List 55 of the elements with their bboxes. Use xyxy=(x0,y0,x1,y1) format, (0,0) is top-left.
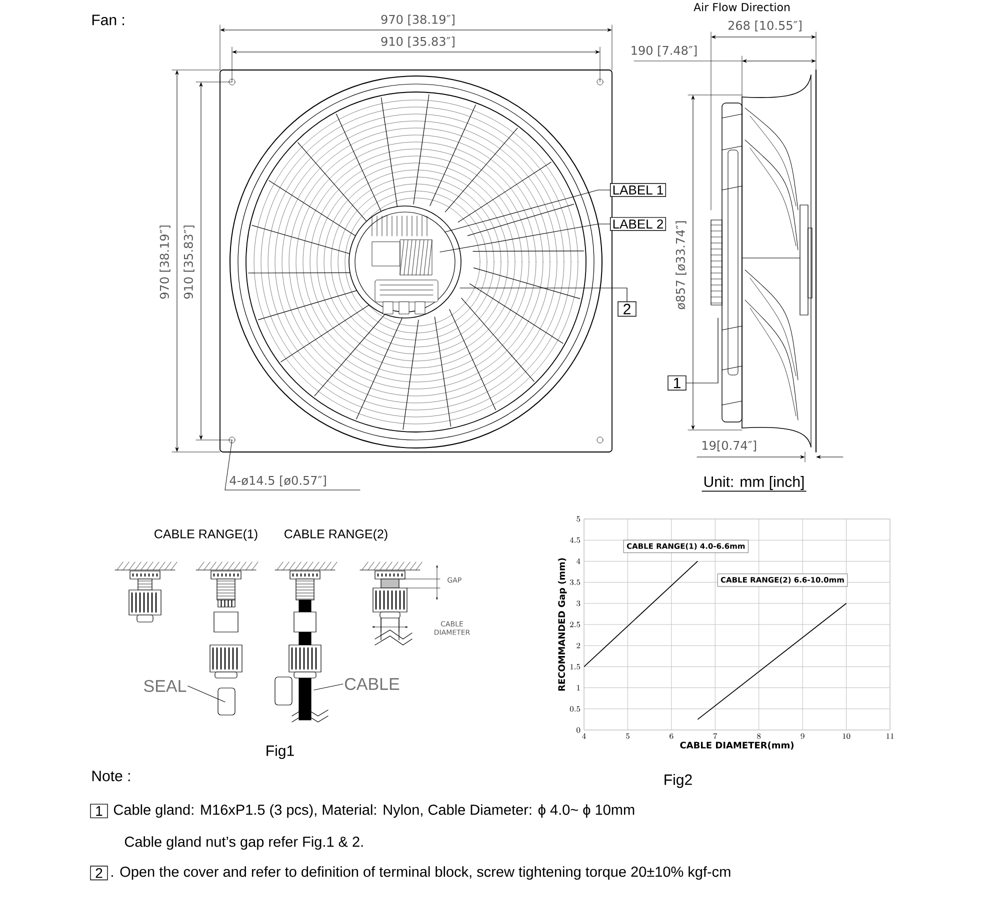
x-axis-title: CABLE DIAMETER(mm) xyxy=(680,742,794,750)
x-tick-label: 5 xyxy=(626,733,630,739)
dimension-label: 268 [10.55″] xyxy=(728,20,802,32)
part-label: SEAL xyxy=(144,680,186,692)
dimension-label: 4-ø14.5 [ø0.57″] xyxy=(230,476,326,486)
heading: Note : xyxy=(92,770,130,782)
leader-line xyxy=(188,686,226,702)
dimension-label: ø857 [ø33.74″] xyxy=(676,221,686,310)
dimension-label: 970 [38.19″] xyxy=(160,226,170,299)
y-axis-title: RECOMMANDED Gap (mm) xyxy=(558,558,567,691)
dimension-label: 19[0.74″] xyxy=(702,440,756,452)
note-text: Cable gland: M16xP1.5 (3 pcs), Material: Nylon, Cable Diameter: ϕ 4.0~ ϕ 10mm xyxy=(114,804,634,818)
note-number: 1 xyxy=(90,804,108,818)
y-tick-label: 1 .5 xyxy=(570,664,580,670)
y-tick-label: 5 xyxy=(576,516,580,522)
unit-note: Unit: mm [inch] xyxy=(702,476,806,492)
y-tick-label: 2.5 xyxy=(570,622,580,628)
x-tick-label: 11 xyxy=(886,733,894,739)
leader-line xyxy=(686,318,718,384)
caption-text: Air Flow Direction xyxy=(694,2,790,12)
y-tick-label: 4.5 xyxy=(570,537,580,543)
y-tick-label: 1 xyxy=(576,685,580,690)
y-tick-label: 2 xyxy=(576,642,580,648)
figure-caption: Fig2 xyxy=(664,774,692,788)
y-tick-label: 0 xyxy=(576,727,580,733)
leader-line xyxy=(460,288,628,302)
x-tick-label: 6 xyxy=(670,733,674,739)
note-text: . Open the cover and refer to definition of terminal block, screw tightening torque 20±10% kgf-cm xyxy=(112,866,730,880)
label-tag: LABEL 1 xyxy=(610,183,666,197)
leader-line xyxy=(444,190,610,232)
y-tick-label: 4 xyxy=(576,558,580,564)
y-tick-label: 3 xyxy=(576,600,580,606)
callout-number: 2 xyxy=(618,301,636,317)
part-label: CABLE xyxy=(345,678,400,690)
figure-caption: Fig1 xyxy=(266,745,294,759)
leader-line xyxy=(440,224,610,252)
note-number: 2 xyxy=(90,866,108,880)
y-tick-label: 3.5 xyxy=(570,580,580,586)
y-tick-label: 0.5 xyxy=(570,706,580,712)
label-tag: LABEL 2 xyxy=(610,217,666,231)
callout-number: 1 xyxy=(668,375,686,390)
leader-line xyxy=(314,684,344,690)
x-tick-label: 10 xyxy=(842,733,850,739)
dimension-label: 190 [7.48″] xyxy=(632,46,697,56)
x-tick-label: 4 xyxy=(582,733,586,739)
dimension-label: 910 [35.83″] xyxy=(381,36,454,48)
x-tick-label: 8 xyxy=(757,733,761,739)
figure-heading: CABLE RANGE(1) xyxy=(154,529,258,541)
dimension-label: 970 [38.19″] xyxy=(381,14,454,26)
figure-heading: CABLE RANGE(2) xyxy=(284,529,388,541)
note-text: Cable gland nut’s gap refer Fig.1 & 2. xyxy=(124,836,363,850)
x-tick-label: 7 xyxy=(713,733,718,739)
dimension-label: 910 [35.83″] xyxy=(184,226,194,299)
x-tick-label: 9 xyxy=(800,733,804,739)
heading: Fan : xyxy=(92,14,124,26)
